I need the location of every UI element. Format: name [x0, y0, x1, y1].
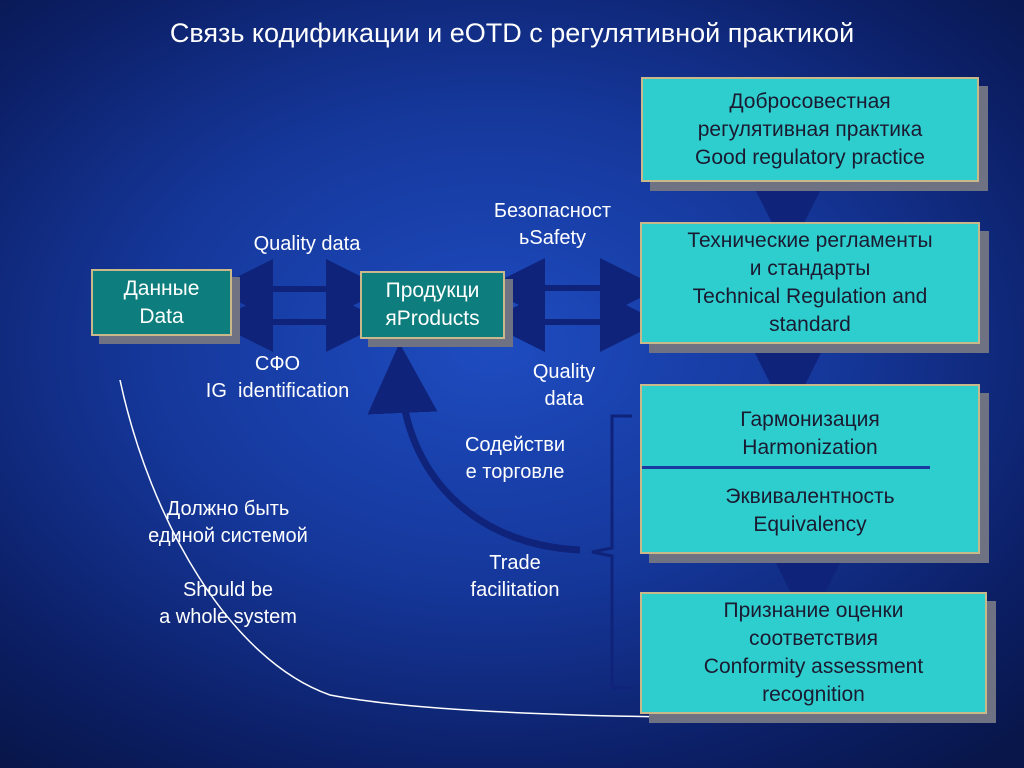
- conformity-line-2: соответствия: [749, 627, 878, 650]
- single-system-ru-line-1: Должно быть: [166, 498, 290, 520]
- tech-regulations-line-1: Технические регламенты: [687, 229, 933, 252]
- data-node-line-ru: Данные: [123, 276, 200, 300]
- conformity-line-3: Conformity assessment: [703, 655, 924, 678]
- system-curve-line: [119, 379, 921, 720]
- safety-label-line-1: Безопасност: [493, 200, 612, 222]
- sfo-label: СФО IG identification: [170, 351, 385, 405]
- good-practice-line-1: Добросовестная: [729, 89, 891, 113]
- harmonization-node: Гармонизация Harmonization Эквивалентнос…: [640, 384, 980, 554]
- trade-en-line-1: Trade: [489, 552, 541, 574]
- tech-regulations-node: Технические регламенты и стандарты Techn…: [640, 222, 980, 344]
- tech-regulations-line-2: и стандарты: [749, 257, 871, 280]
- good-practice-line-2: регулятивная практика: [697, 117, 923, 141]
- trade-ru-line-2: е торговле: [465, 461, 565, 483]
- harmonization-divider: [642, 466, 930, 469]
- good-practice-node: Добросовестная регулятивная практика Goo…: [641, 77, 979, 182]
- sfo-label-line-1: СФО: [254, 353, 301, 375]
- quality-data-right-line-2: data: [544, 388, 584, 410]
- good-practice-line-3: Good regulatory practice: [695, 145, 925, 169]
- single-system-en-line-1: Should be: [182, 579, 274, 601]
- equivalency-line-en: Equivalency: [753, 513, 867, 536]
- safety-label: Безопасност ьSafety: [470, 198, 635, 252]
- trade-brace: [591, 414, 632, 690]
- safety-label-line-2: ьSafety: [518, 227, 587, 249]
- data-node: Данные Data: [91, 269, 232, 336]
- single-system-ru-line-2: единой системой: [148, 525, 308, 547]
- quality-data-right-line-1: Quality: [532, 361, 596, 383]
- trade-en-label: Trade facilitation: [440, 550, 590, 604]
- single-system-en-label: Should be a whole system: [108, 577, 348, 631]
- data-node-line-en: Data: [139, 304, 184, 328]
- tech-regulations-line-4: standard: [769, 313, 851, 336]
- harmonization-line-en: Harmonization: [742, 436, 878, 459]
- products-node: Продукци яProducts: [360, 271, 505, 339]
- single-system-ru-label: Должно быть единой системой: [108, 496, 348, 550]
- conformity-line-1: Признание оценки: [723, 599, 904, 622]
- quality-data-top-label: Quality data: [253, 233, 361, 255]
- harmonization-line-ru: Гармонизация: [740, 408, 880, 431]
- products-node-line-2: яProducts: [385, 307, 480, 330]
- trade-curved-arrow: [367, 343, 581, 554]
- conformity-node: Признание оценки соответствия Conformity…: [640, 592, 987, 714]
- sfo-label-line-2: IG identification: [205, 380, 350, 402]
- trade-en-line-2: facilitation: [470, 579, 560, 601]
- trade-ru-line-1: Содействи: [464, 434, 566, 456]
- equivalency-line-ru: Эквивалентность: [725, 485, 895, 508]
- products-node-line-1: Продукци: [385, 279, 480, 302]
- single-system-en-line-2: a whole system: [159, 606, 297, 628]
- quality-data-right-label: Quality data: [508, 359, 620, 413]
- slide-title: Связь кодификации и eOTD с регулятивной …: [169, 18, 855, 48]
- tech-regulations-line-3: Technical Regulation and: [692, 285, 928, 308]
- conformity-line-4: recognition: [762, 683, 865, 706]
- trade-ru-label: Содействи е торговле: [440, 432, 590, 486]
